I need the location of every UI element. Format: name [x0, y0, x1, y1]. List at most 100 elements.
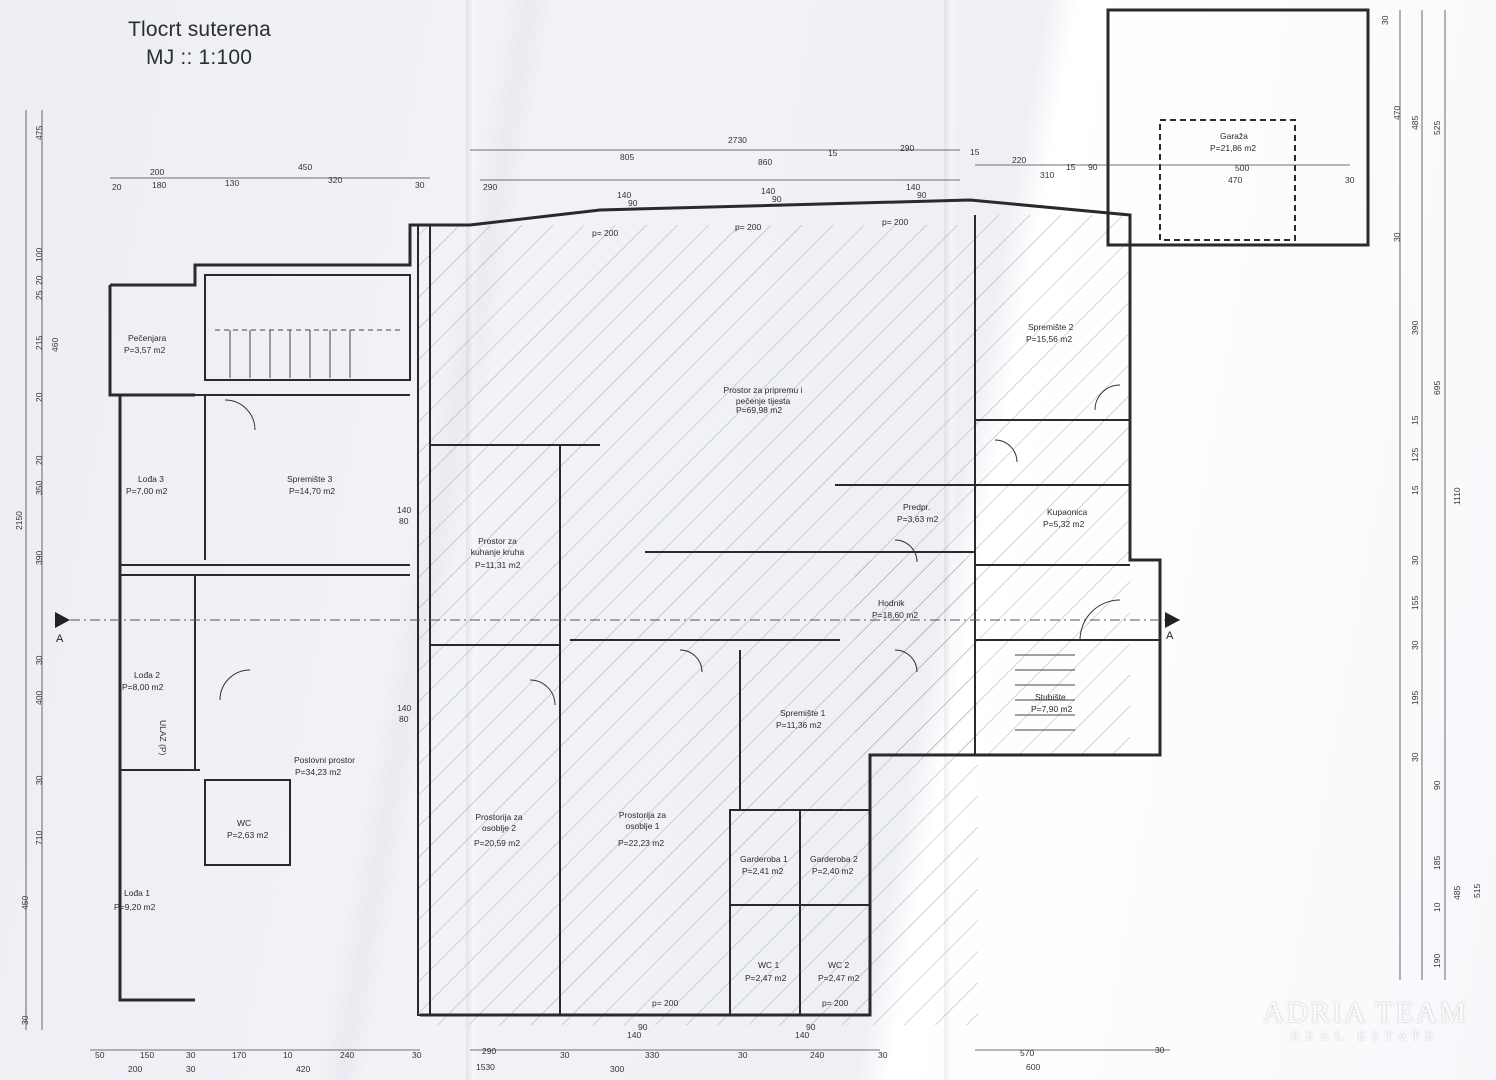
- dimension-label: 30: [1392, 232, 1402, 242]
- dimension-label: 470: [1228, 175, 1243, 185]
- dimension-label: 2150: [14, 511, 24, 530]
- dimension-label: 30: [1345, 175, 1355, 185]
- window-label: 90: [772, 194, 782, 204]
- room-area: P=7,00 m2: [126, 486, 168, 496]
- outer-walls: [108, 8, 1370, 1017]
- dimension-label: 100: [34, 247, 44, 262]
- dimension-label: 695: [1432, 380, 1442, 395]
- room-name: Prostor za pripremu i pečenje tijesta: [723, 385, 803, 406]
- dimension-label: 170: [232, 1050, 247, 1060]
- room-name: Stubište: [1035, 692, 1066, 702]
- dimension-label: 155: [1410, 595, 1420, 610]
- room-area: P=20,59 m2: [474, 838, 521, 848]
- window-label: 140: [627, 1030, 642, 1040]
- door-note: p= 200: [592, 228, 619, 238]
- dimension-label: 420: [296, 1064, 311, 1074]
- hatched-area: [418, 215, 1130, 1025]
- dimension-label: 15: [1410, 485, 1420, 495]
- dimension-label: 15: [970, 147, 980, 157]
- room-area: P=34,23 m2: [295, 767, 342, 777]
- door-note: p= 200: [822, 998, 849, 1008]
- dimension-label: 50: [95, 1050, 105, 1060]
- room-name: Spremište 2: [1028, 322, 1074, 332]
- dimension-label: 350: [34, 480, 44, 495]
- dimension-label: 2730: [728, 135, 747, 145]
- room-area: P=3,63 m2: [897, 514, 939, 524]
- room-area: P=2,47 m2: [818, 973, 860, 983]
- room-name: Prostorija za osoblje 2: [475, 812, 523, 833]
- room-name: Lođa 2: [134, 670, 160, 680]
- dimension-label: 30: [186, 1064, 196, 1074]
- dimension-label: 30: [1380, 15, 1390, 25]
- dimension-label: 390: [34, 550, 44, 565]
- dimension-label: 400: [34, 690, 44, 705]
- dimension-label: 20: [34, 392, 44, 402]
- door-swings: [219, 384, 1121, 706]
- room-area: P=22,23 m2: [618, 838, 665, 848]
- drawing-scale: MJ :: 1:100: [146, 46, 253, 69]
- room-area: P=11,36 m2: [776, 720, 822, 730]
- room-area: P=2,40 m2: [812, 866, 854, 876]
- room-name: Hodnik: [878, 598, 905, 608]
- dimension-label: 150: [140, 1050, 155, 1060]
- dimension-label: 460: [50, 337, 60, 352]
- dimension-label: 805: [620, 152, 635, 162]
- dimension-label: 485: [1452, 885, 1462, 900]
- window-label: 80: [399, 516, 409, 526]
- section-mark-right: A: [1166, 630, 1174, 642]
- drawing-title: Tlocrt suterena: [128, 18, 272, 41]
- window-label: 90: [917, 190, 927, 200]
- interior-walls: [120, 119, 1296, 1016]
- dimension-label: 500: [1235, 163, 1250, 173]
- room-area: P=7,90 m2: [1031, 704, 1073, 714]
- watermark-brand: ADRIA TEAM: [1262, 996, 1468, 1029]
- dimension-label: 90: [1432, 780, 1442, 790]
- window-label: 90: [628, 198, 638, 208]
- dimension-label: 15: [1066, 162, 1076, 172]
- room-area: P=2,41 m2: [742, 866, 784, 876]
- dimension-label: 130: [225, 178, 240, 188]
- dimension-label: 30: [738, 1050, 748, 1060]
- room-area: P=21,86 m2: [1210, 143, 1257, 153]
- dimension-label: 310: [1040, 170, 1055, 180]
- room-name: Pečenjara: [128, 333, 167, 343]
- window-label: 140: [795, 1030, 810, 1040]
- dimension-label: 15: [1410, 415, 1420, 425]
- dimension-label: 860: [758, 157, 773, 167]
- room-area: P=8,00 m2: [122, 682, 164, 692]
- dimension-label: 30: [34, 655, 44, 665]
- dimension-label: 1110: [1452, 487, 1462, 505]
- dimension-label: 300: [610, 1064, 625, 1074]
- room-name: Predpr.: [903, 502, 931, 512]
- dimension-label: 200: [128, 1064, 143, 1074]
- dimension-label: 30: [1410, 640, 1420, 650]
- dimension-label: 30: [878, 1050, 888, 1060]
- room-name: Lođa 1: [124, 888, 150, 898]
- dimension-label: 30: [412, 1050, 422, 1060]
- dimension-label: 20: [112, 182, 122, 192]
- dimension-label: 240: [810, 1050, 825, 1060]
- dimension-label: 190: [1432, 953, 1442, 968]
- room-area: P=5,32 m2: [1043, 519, 1085, 529]
- window-label: 140: [761, 186, 776, 196]
- room-name: Garderoba 1: [740, 854, 788, 864]
- dimension-label: 15: [828, 148, 838, 158]
- dimension-label: 10: [283, 1050, 293, 1060]
- door-note: p= 200: [882, 217, 909, 227]
- room-name: WC 2: [828, 960, 850, 970]
- dimension-label: 30: [1155, 1045, 1165, 1055]
- dimension-label: 30: [20, 1015, 30, 1025]
- dimension-label: 600: [1026, 1062, 1041, 1072]
- watermark-tagline: REAL ESTATE: [1291, 1028, 1440, 1043]
- dimension-label: 10: [1432, 902, 1442, 912]
- dimension-label: 30: [1410, 555, 1420, 565]
- dimension-label: 485: [1410, 115, 1420, 130]
- dimension-label: 90: [1088, 162, 1098, 172]
- room-name: WC: [237, 818, 252, 828]
- dimension-label: 20: [34, 455, 44, 465]
- dimension-label: 125: [1410, 447, 1420, 462]
- room-area: P=11,31 m2: [475, 560, 521, 570]
- window-label: 140: [397, 505, 412, 515]
- dimension-label: 25: [34, 290, 44, 300]
